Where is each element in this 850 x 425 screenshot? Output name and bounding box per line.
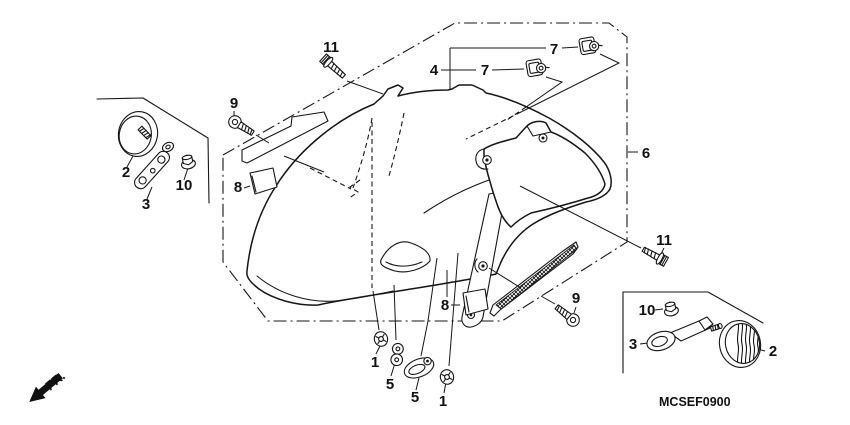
callout-2-right: 2 — [769, 343, 777, 360]
callout-11-top: 11 — [323, 39, 339, 56]
callout-5-small: 5 — [386, 376, 394, 393]
callout-6: 6 — [642, 145, 650, 162]
callout-3-right: 3 — [629, 336, 637, 353]
rubber-small — [390, 342, 404, 367]
callout-4: 4 — [430, 62, 439, 79]
nut-right — [663, 301, 679, 317]
collar-right — [439, 369, 455, 385]
callout-10-right: 10 — [639, 302, 656, 319]
collar-left — [373, 331, 389, 347]
clip-nut-outer — [578, 36, 603, 56]
fender-inner-lip — [256, 275, 394, 302]
flange-bolt-top — [319, 53, 346, 79]
callout-labels: 11 9 2 3 10 8 4 7 7 6 11 9 8 10 3 2 1 5 … — [122, 39, 777, 410]
pan-bolt-lower — [554, 304, 580, 327]
leader-lines — [126, 46, 766, 394]
front-fender-b — [475, 120, 606, 228]
callout-8-upper: 8 — [234, 179, 242, 196]
reflector-boundary-right — [622, 291, 764, 374]
callout-11-right: 11 — [656, 232, 672, 249]
front-direction-arrow-icon — [29, 373, 63, 402]
callout-10-left: 10 — [176, 177, 193, 194]
flange-bolt-right — [641, 246, 669, 267]
front-direction-marker: FR. — [29, 368, 68, 402]
callout-9-lower: 9 — [572, 290, 580, 307]
bracket-right — [646, 316, 723, 352]
nut-left — [180, 154, 196, 170]
pad-upper — [249, 167, 278, 195]
washer-left — [161, 141, 175, 153]
clip-nut-inner — [525, 58, 550, 78]
reflector-right — [718, 320, 762, 368]
diagram-code: MCSEF0900 — [659, 395, 731, 409]
pan-bolt-upper — [228, 115, 255, 136]
bracket-stud — [709, 322, 723, 332]
callout-2-left: 2 — [122, 164, 130, 181]
callout-3-left: 3 — [142, 196, 150, 213]
callout-1-right: 1 — [439, 393, 447, 410]
callout-5-large: 5 — [411, 389, 419, 406]
callout-8-lower: 8 — [441, 297, 449, 314]
reflector-boundary-left — [96, 97, 210, 204]
garnish-strip-lower — [489, 241, 579, 317]
pad-lower — [462, 288, 489, 316]
bracket-left — [134, 150, 170, 190]
callout-7-inner: 7 — [481, 62, 489, 79]
callout-1-left: 1 — [371, 354, 379, 371]
fender-hidden-lines — [309, 106, 527, 200]
callout-7-outer: 7 — [550, 41, 558, 58]
fender-assembly-boundary — [222, 22, 628, 322]
fender-scoop — [380, 241, 431, 273]
garnish-strip-upper — [241, 111, 329, 164]
reflector-stud — [137, 125, 152, 140]
rubber-large — [403, 356, 435, 379]
reflector-left — [117, 111, 159, 157]
callout-9-upper: 9 — [230, 95, 238, 112]
